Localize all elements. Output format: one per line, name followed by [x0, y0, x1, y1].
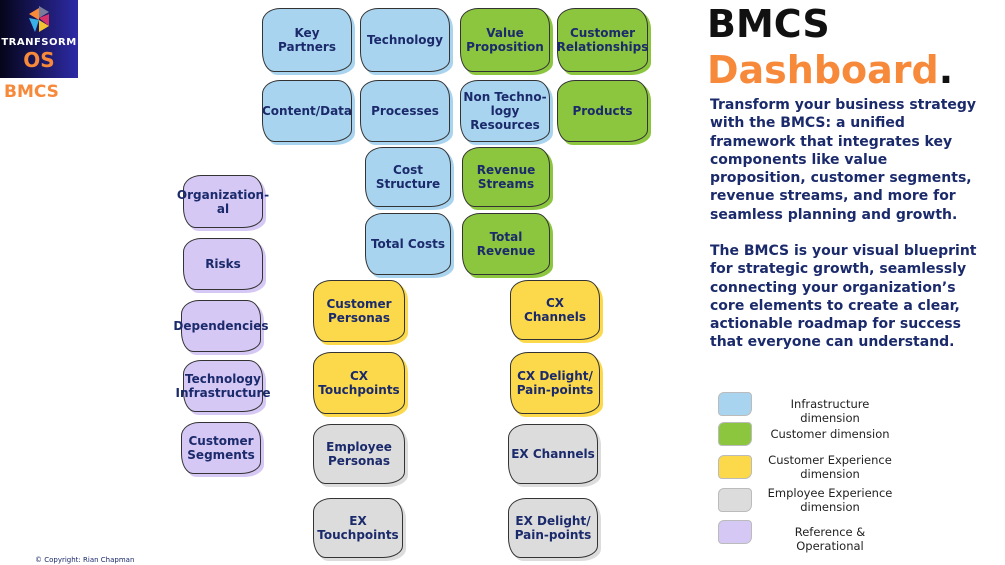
block-cx-channels[interactable]: CX Channels	[510, 280, 600, 340]
block-customer-relationships[interactable]: Customer Relationships	[557, 8, 648, 72]
block-risks[interactable]: Risks	[183, 238, 263, 290]
block-technology[interactable]: Technology	[360, 8, 450, 72]
block-cx-delight-pain-points[interactable]: CX Delight/ Pain-points	[510, 352, 600, 414]
legend-swatch-ex	[718, 488, 752, 512]
copyright: © Copyright: Rian Chapman	[35, 556, 135, 564]
legend-label-reference: Reference & Operational	[794, 525, 866, 553]
legend-label-infrastructure: Infrastructure dimension	[790, 397, 870, 425]
block-value-proposition[interactable]: Value Proposition	[460, 8, 550, 72]
subtitle-dot: .	[938, 48, 954, 92]
page-title: BMCS	[707, 2, 830, 46]
legend-swatch-cx	[718, 455, 752, 479]
block-ex-delight-pain-points[interactable]: EX Delight/ Pain-points	[508, 498, 598, 558]
block-ex-touchpoints[interactable]: EX Touchpoints	[313, 498, 403, 558]
block-total-costs[interactable]: Total Costs	[365, 213, 451, 275]
transform-os-logo: TRANFSORM OS	[0, 0, 78, 78]
legend-label-ex: Employee Experience dimension	[767, 486, 893, 514]
block-content-data[interactable]: Content/Data	[262, 80, 352, 142]
block-cost-structure[interactable]: Cost Structure	[365, 147, 451, 207]
block-total-revenue[interactable]: Total Revenue	[462, 213, 550, 275]
logo-brand: TRANFSORM	[1, 37, 77, 48]
block-customer-segments[interactable]: Customer Segments	[181, 422, 261, 474]
logo-gem-icon	[29, 6, 49, 32]
legend-swatch-infrastructure	[718, 392, 752, 416]
block-ex-channels[interactable]: EX Channels	[508, 424, 598, 484]
page-subtitle: Dashboard.	[707, 48, 953, 92]
block-products[interactable]: Products	[557, 80, 648, 142]
subtitle-text: Dashboard	[707, 48, 939, 92]
block-revenue-streams[interactable]: Revenue Streams	[462, 147, 550, 207]
block-organization-al[interactable]: Organization-al	[177, 175, 269, 228]
logo-subtitle: BMCS	[4, 82, 59, 102]
logo-os: OS	[23, 48, 55, 72]
block-technology-infrastructure[interactable]: Technology Infrastructure	[175, 360, 271, 412]
description-1: Transform your business strategy with th…	[710, 97, 977, 223]
description-2: The BMCS is your visual blueprint for st…	[710, 243, 977, 351]
block-customer-personas[interactable]: Customer Personas	[313, 280, 405, 342]
block-non-techno-logy-resources[interactable]: Non Techno-logy Resources	[460, 80, 550, 142]
block-employee-personas[interactable]: Employee Personas	[313, 424, 405, 484]
block-cx-touchpoints[interactable]: CX Touchpoints	[313, 352, 405, 414]
legend-swatch-customer	[718, 422, 752, 446]
block-processes[interactable]: Processes	[360, 80, 450, 142]
block-key-partners[interactable]: Key Partners	[262, 8, 352, 72]
legend-label-customer: Customer dimension	[770, 427, 890, 441]
block-dependencies[interactable]: Dependencies	[173, 300, 269, 352]
legend-swatch-reference	[718, 520, 752, 544]
legend-label-cx: Customer Experience dimension	[768, 453, 892, 481]
